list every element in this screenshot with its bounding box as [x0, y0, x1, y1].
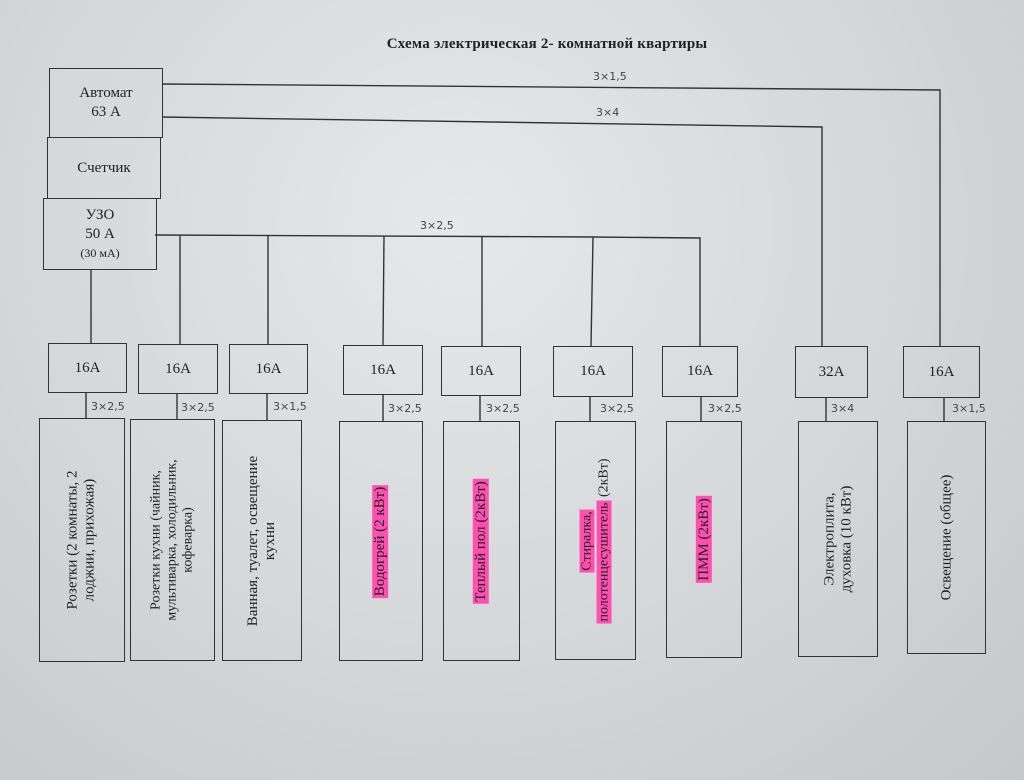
consumer-label-8: Электроплита, духовка (10 кВт) [821, 485, 855, 593]
consumer-label-6-highlight: полотенцесушитель [596, 500, 612, 624]
circuit-breaker-5: 16А [441, 346, 521, 396]
consumer-label-5: Теплый пол (2кВт) [473, 478, 489, 604]
consumer-label-4: Водогрей (2 кВт) [372, 484, 389, 598]
circuit-breaker-6: 16А [553, 346, 633, 397]
consumer-box-6: Стиралка, полотенцесушитель (2кВт) [555, 421, 636, 660]
consumer-box-5: Теплый пол (2кВт) [443, 421, 520, 661]
consumer-box-8: Электроплита, духовка (10 кВт) [798, 421, 878, 657]
consumer-box-2: Розетки кухни (чайник, мультиварка, холо… [130, 419, 215, 661]
consumer-label-6-tail: (2кВт) [596, 457, 612, 501]
circuit-cable-1: 3×2,5 [91, 400, 125, 413]
wire-lighting-feed [161, 83, 941, 347]
rcd-value: 50 А [85, 225, 115, 242]
page-title: Схема электрическая 2- комнатной квартир… [386, 36, 708, 52]
consumer-box-4: Водогрей (2 кВт) [339, 421, 423, 661]
wire-drop-4 [382, 235, 385, 346]
consumer-label-6: Стиралка, полотенцесушитель (2кВт) [579, 457, 612, 624]
wire-stove-feed [161, 116, 823, 347]
rcd-bus-cable: 3×2,5 [420, 219, 454, 232]
main-breaker-label: Автомат [79, 85, 133, 101]
circuit-cable-6: 3×2,5 [600, 402, 634, 415]
circuit-cable-4: 3×2,5 [388, 402, 422, 415]
circuit-breaker-4: 16А [343, 345, 423, 395]
circuit-cable-8: 3×4 [831, 402, 855, 415]
wire-drop-7 [593, 236, 701, 346]
circuit-breaker-2: 16А [138, 344, 218, 394]
consumer-label-7: ПММ (2кВт) [695, 496, 712, 583]
consumer-box-1: Розетки (2 комнаты, 2 лоджии, прихожая) [39, 418, 125, 662]
circuit-breaker-3: 16А [229, 344, 308, 394]
rcd-label: УЗО [85, 206, 115, 223]
rcd-sub: (30 мА) [80, 245, 120, 260]
consumer-box-7: ПММ (2кВт) [666, 421, 742, 658]
main-breaker-box: Автомат 63 А [49, 68, 163, 138]
consumer-label-2: Розетки кухни (чайник, мультиварка, холо… [148, 459, 196, 621]
consumer-label-9: Освещение (общее) [938, 474, 954, 601]
consumer-label-1: Розетки (2 комнаты, 2 лоджии, прихожая) [65, 470, 98, 610]
meter-box: Счетчик [47, 137, 161, 199]
circuit-cable-7: 3×2,5 [708, 402, 742, 415]
main-breaker-value: 63 А [91, 104, 121, 120]
lighting-feed-cable: 3×1,5 [593, 70, 627, 83]
circuit-cable-2: 3×2,5 [181, 401, 215, 414]
circuit-cable-9: 3×1,5 [952, 402, 986, 415]
meter-label: Счетчик [77, 159, 131, 176]
circuit-breaker-8: 32А [795, 346, 868, 398]
circuit-breaker-1: 16А [48, 343, 127, 393]
consumer-box-3: Ванная, туалет, освещение кухни [222, 420, 302, 661]
stove-feed-cable: 3×4 [596, 106, 620, 119]
wire-drop-6 [590, 236, 594, 347]
circuit-cable-3: 3×1,5 [273, 400, 307, 413]
consumer-label-3: Ванная, туалет, освещение кухни [245, 455, 278, 626]
wire-rcd-bus [154, 234, 595, 238]
circuit-breaker-9: 16А [903, 346, 980, 398]
rcd-box: УЗО 50 А (30 мА) [43, 198, 157, 270]
consumer-box-9: Освещение (общее) [907, 421, 986, 654]
circuit-breaker-7: 16А [662, 346, 738, 397]
circuit-cable-5: 3×2,5 [486, 402, 520, 415]
